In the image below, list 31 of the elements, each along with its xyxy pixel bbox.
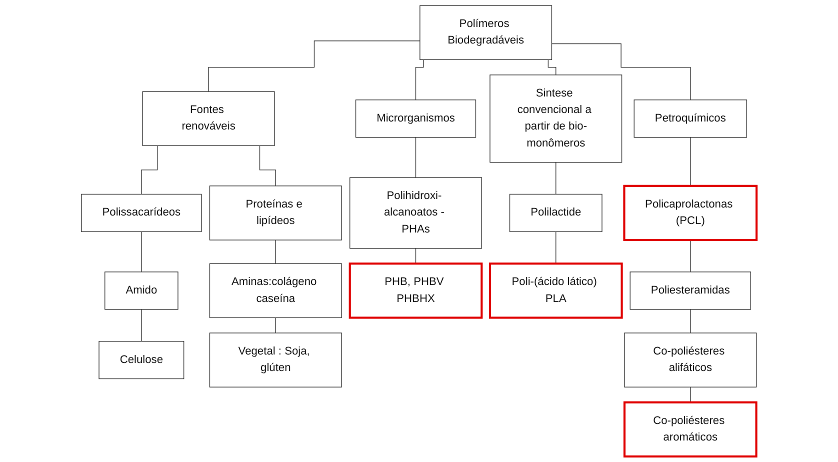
node-box: Co-poliésteres aromáticos <box>623 401 758 458</box>
connector <box>551 43 691 100</box>
connector <box>690 386 691 403</box>
node-box: Microrganismos <box>355 100 476 138</box>
node-box: Policaprolactonas (PCL) <box>623 184 758 242</box>
connector <box>208 40 420 92</box>
node-box: Aminas:colágeno caseína <box>209 263 342 318</box>
node-box: Polihidroxi- alcanoatos - PHAs <box>350 177 482 249</box>
node-box: Polissacarídeos <box>81 194 202 232</box>
connector <box>690 309 691 334</box>
connector <box>690 137 691 186</box>
node-box: Sintese convencional a partir de bio-monômeros <box>490 74 622 163</box>
node-box: Proteínas e lipídeos <box>209 186 342 240</box>
node-box: Polímeros Biodegradáveis <box>420 5 552 60</box>
connector <box>415 137 416 178</box>
connector <box>141 309 142 342</box>
node-box: Co-poliésteres alifáticos <box>624 332 757 388</box>
connector <box>275 240 276 264</box>
node-box: PHB, PHBV PHBHX <box>348 262 483 319</box>
node-box: Amido <box>104 272 178 310</box>
connector <box>690 240 691 272</box>
connector <box>415 248 416 264</box>
node-box: Poli-(ácido lático) PLA <box>488 262 623 319</box>
node-box: Petroquímicos <box>634 100 748 138</box>
node-box: Poliesteramidas <box>630 272 752 310</box>
node-box: Fontes renováveis <box>142 91 275 146</box>
connector <box>275 317 276 334</box>
node-box: Polilactide <box>509 194 602 232</box>
node-box: Vegetal : Soja, glúten <box>209 332 342 388</box>
connector <box>141 231 142 272</box>
node-box: Celulose <box>98 340 184 380</box>
